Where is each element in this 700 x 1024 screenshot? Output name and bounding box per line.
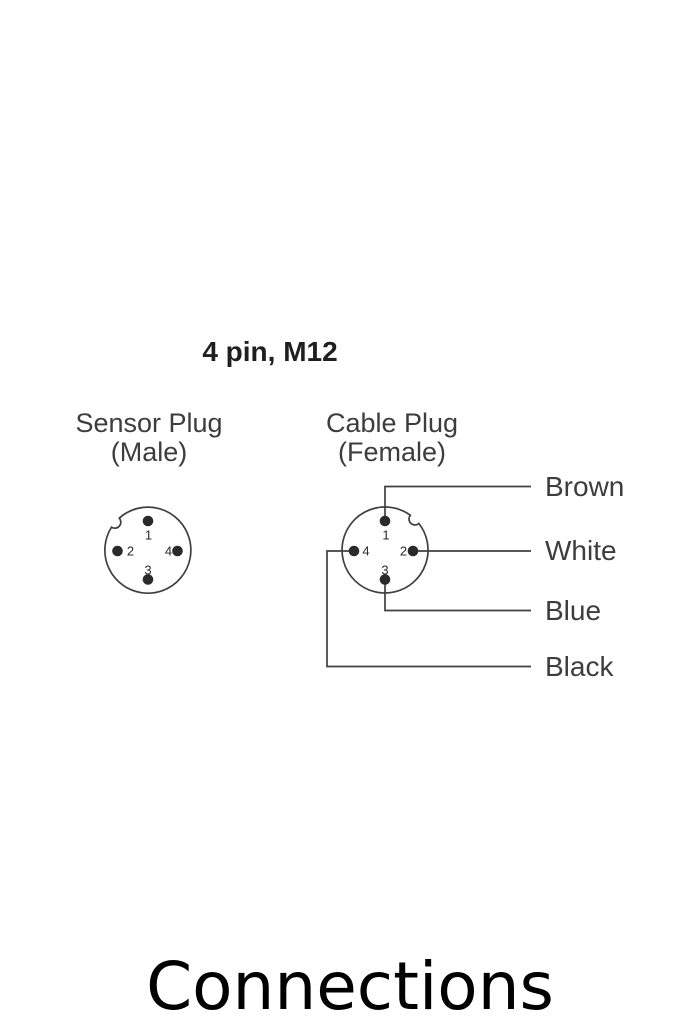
diagram-title: 4 pin, M12	[202, 336, 338, 367]
sensor-pin-2-label: 2	[126, 543, 135, 559]
cable-pin-1-dot	[379, 515, 391, 527]
sensor-plug-outline	[104, 506, 192, 595]
sensor-plug-gender: (Male)	[110, 437, 188, 467]
wire-white-label: White	[545, 535, 617, 566]
sensor-pin-3-label: 3	[144, 562, 152, 577]
wire-brown-line	[384, 485, 531, 521]
sensor-pin-1-label: 1	[144, 527, 153, 543]
sensor-plug-label: Sensor Plug (Male)	[39, 409, 259, 467]
cable-pin-4-dot	[348, 545, 360, 557]
cable-pin-3-label: 3	[381, 562, 389, 577]
sensor-plug-name: Sensor Plug	[75, 408, 223, 438]
cable-pin-3-dot	[379, 574, 391, 585]
cable-plug-label: Cable Plug (Female)	[282, 409, 502, 467]
cable-pin-1-label: 1	[382, 527, 390, 543]
cable-plug-name: Cable Plug	[325, 408, 459, 438]
sensor-pin-4-dot	[172, 545, 183, 557]
wire-black-label: Black	[545, 650, 614, 682]
page-footer-title: Connections	[146, 948, 554, 1024]
wire-black-line	[326, 550, 531, 668]
wire-brown-label: Brown	[545, 470, 625, 502]
wire-blue-line	[384, 579, 531, 612]
wire-blue-label: Blue	[545, 594, 602, 626]
cable-plug-gender: (Female)	[337, 437, 446, 467]
cable-pin-2-label: 2	[399, 543, 408, 559]
cable-plug-outline	[341, 506, 429, 594]
sensor-pin-4-label: 4	[164, 543, 173, 559]
cable-pin-4-label: 4	[362, 543, 370, 559]
sensor-pin-2-dot	[112, 545, 123, 557]
sensor-pin-1-dot	[142, 515, 154, 527]
sensor-pin-3-dot	[142, 574, 154, 585]
cable-pin-2-dot	[407, 545, 419, 557]
